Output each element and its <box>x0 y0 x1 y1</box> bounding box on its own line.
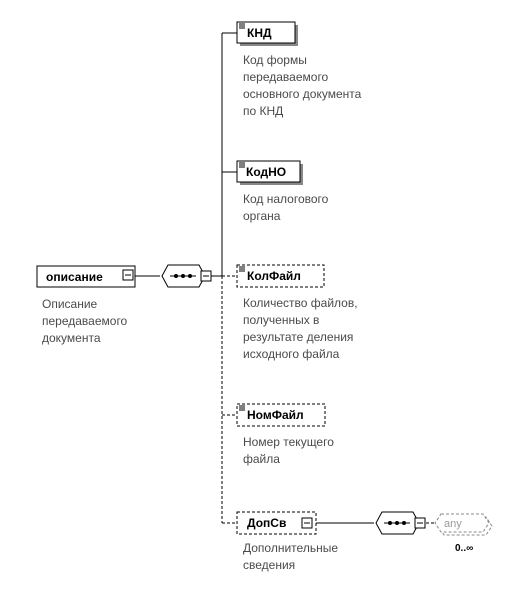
element-label: КодНО <box>246 165 286 179</box>
occurrence-label: 0..∞ <box>455 543 473 554</box>
element-description: Номер текущего файла <box>243 435 337 466</box>
text-content-icon <box>239 266 245 272</box>
element-kodno[interactable]: КодНО <box>236 160 303 185</box>
element-label: КолФайл <box>247 269 301 283</box>
element-nomfail[interactable]: НомФайл <box>236 403 326 427</box>
text-content-icon <box>239 162 245 168</box>
element-description: Дополнительные сведения <box>243 541 341 572</box>
element-kolfail[interactable]: КолФайл <box>236 264 325 288</box>
root-element[interactable]: описание <box>36 265 138 290</box>
root-element-label: описание <box>46 270 103 284</box>
element-label: КНД <box>247 26 272 40</box>
connectors <box>135 32 435 524</box>
any-element-label: any <box>444 518 462 530</box>
element-dopsv[interactable]: ДопСв <box>236 511 317 535</box>
collapse-icon[interactable] <box>414 517 426 529</box>
sequence-compositor[interactable] <box>375 511 426 535</box>
collapse-icon[interactable] <box>301 517 313 529</box>
collapse-icon[interactable] <box>200 270 212 282</box>
text-content-icon <box>239 405 245 411</box>
element-description: Код налогового органа <box>243 192 332 223</box>
text-content-icon <box>239 23 245 29</box>
any-element[interactable]: any <box>434 513 493 536</box>
collapse-icon[interactable] <box>122 269 134 281</box>
root-description: Описание передаваемого документа <box>42 297 131 345</box>
sequence-compositor[interactable] <box>161 264 212 288</box>
element-knd[interactable]: КНД <box>236 21 298 46</box>
element-description: Количество файлов, полученных в результа… <box>243 296 361 361</box>
element-label: ДопСв <box>247 516 286 530</box>
element-label: НомФайл <box>247 408 304 422</box>
element-description: Код формы передаваемого основного докуме… <box>243 53 365 118</box>
